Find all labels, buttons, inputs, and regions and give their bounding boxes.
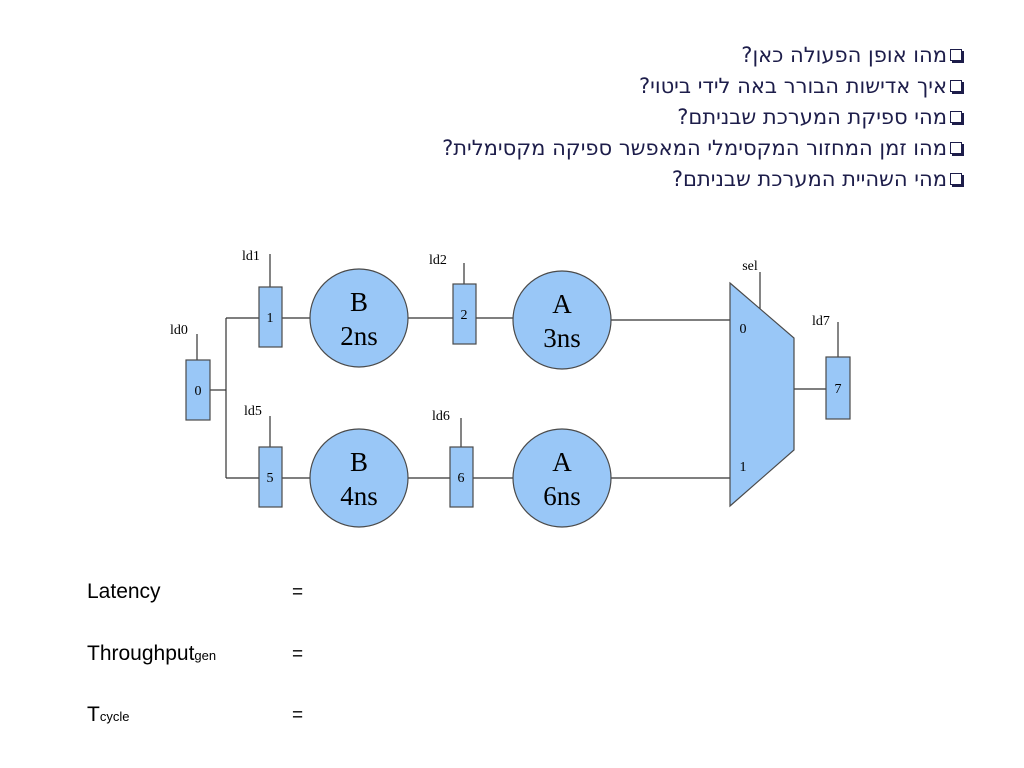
load-signal-ld1: ld1 [242, 249, 260, 264]
mux-input-0-label: 0 [740, 322, 747, 337]
question-item: מהי ספיקת המערכת שבניתם? [262, 102, 962, 133]
load-signal-ld2: ld2 [429, 253, 447, 268]
question-item: מהו אופן הפעולה כאן? [262, 40, 962, 71]
checkbox-bullet-icon [950, 80, 962, 92]
wires [196, 254, 839, 479]
stage-delay-label: 2ns [340, 321, 378, 351]
question-item: מהי השהיית המערכת שבניתם? [262, 164, 962, 195]
register-1-label: 1 [267, 311, 274, 326]
register-2: 2 [452, 283, 477, 345]
checkbox-bullet-icon [950, 173, 962, 185]
load-signal-ld5: ld5 [244, 404, 262, 419]
metric-tcycle-equals: = [292, 705, 304, 726]
metric-throughput-equals: = [292, 644, 304, 665]
stage-b-top: B 2ns [309, 268, 409, 368]
stage-unit-label: B [350, 287, 368, 317]
register-7: 7 [825, 356, 851, 420]
mux-input-1-label: 1 [740, 460, 747, 475]
stage-unit-label: B [350, 447, 368, 477]
question-item: איך אדישות הבורר באה לידי ביטוי? [262, 71, 962, 102]
stage-unit-label: A [552, 289, 572, 319]
load-signal-ld6: ld6 [432, 409, 450, 424]
stage-b-bottom: B 4ns [309, 428, 409, 528]
stage-delay-label: 4ns [340, 481, 378, 511]
checkbox-bullet-icon [950, 49, 962, 61]
stage-a-top: A 3ns [512, 270, 612, 370]
checkbox-bullet-icon [950, 142, 962, 154]
register-0: 0 [185, 359, 211, 421]
register-7-label: 7 [835, 382, 842, 397]
metric-throughput: Throughputgen [87, 642, 217, 665]
register-5: 5 [258, 446, 283, 508]
register-1: 1 [258, 286, 283, 348]
register-2-label: 2 [461, 308, 468, 323]
question-item: מהו זמן המחזור המקסימלי המאפשר ספיקה מקס… [262, 133, 962, 164]
stage-a-bottom: A 6ns [512, 428, 612, 528]
register-5-label: 5 [267, 471, 274, 486]
pipeline-diagram: 0 1 2 5 6 7 ld0 ld1 ld2 ld5 ld6 ld7 B 2n… [170, 249, 851, 528]
load-signal-ld7: ld7 [812, 314, 830, 329]
metric-tcycle: Tcycle [87, 703, 130, 726]
stage-unit-label: A [552, 447, 572, 477]
multiplexer: 0 1 [729, 281, 795, 508]
mux-select-label: sel [742, 259, 758, 274]
metric-latency: Latency [87, 580, 161, 603]
checkbox-bullet-icon [950, 111, 962, 123]
register-6-label: 6 [458, 471, 465, 486]
register-0-label: 0 [195, 384, 202, 399]
register-6: 6 [449, 446, 474, 508]
questions-list: מהו אופן הפעולה כאן? איך אדישות הבורר בא… [262, 40, 962, 195]
stage-delay-label: 3ns [543, 323, 581, 353]
stage-delay-label: 6ns [543, 481, 581, 511]
load-signal-ld0: ld0 [170, 323, 188, 338]
metric-latency-equals: = [292, 582, 304, 603]
